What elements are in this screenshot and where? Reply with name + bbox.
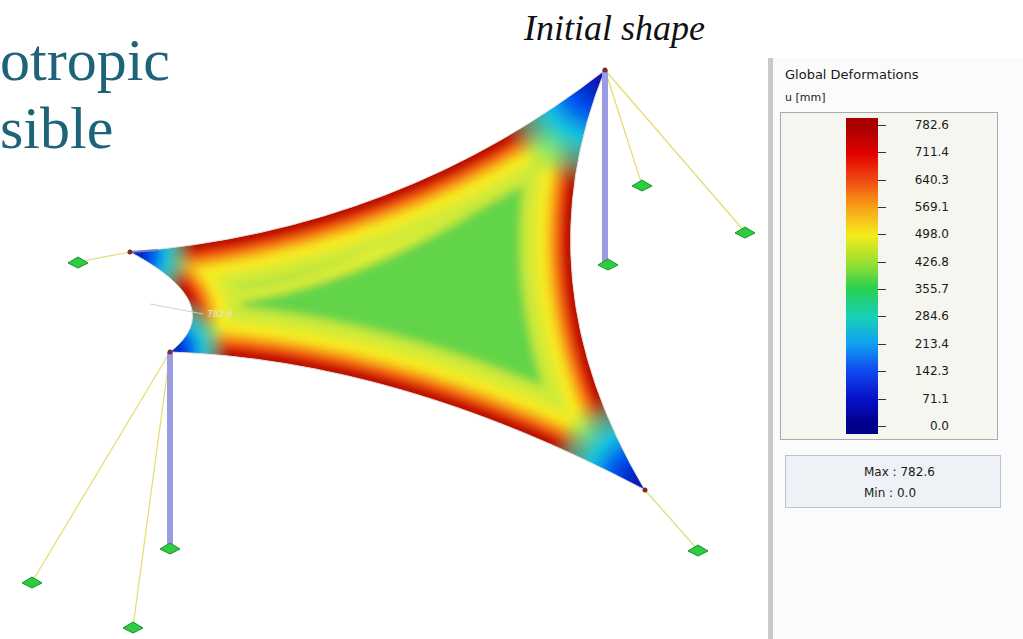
scale-value: 640.3 xyxy=(889,172,949,188)
scale-value: 782.6 xyxy=(889,117,949,133)
scale-swatch xyxy=(846,118,878,139)
scale-value: 142.3 xyxy=(889,363,949,379)
scale-swatch xyxy=(846,357,878,385)
scale-tick xyxy=(878,426,886,427)
max-value-marker: 782.6 xyxy=(207,309,233,320)
membrane-surface xyxy=(77,0,735,577)
scale-swatch xyxy=(846,330,878,358)
leader-line xyxy=(150,304,203,314)
edge-link xyxy=(130,250,158,252)
scale-value: 569.1 xyxy=(889,199,949,215)
scale-swatch xyxy=(846,166,878,194)
membrane-edge xyxy=(130,70,645,490)
view-caption: Initial shape xyxy=(524,8,705,48)
scale-value: 71.1 xyxy=(889,391,949,407)
scale-tick xyxy=(878,399,886,400)
scale-tick xyxy=(878,316,886,317)
scale-swatch xyxy=(846,385,878,413)
scale-value: 213.4 xyxy=(889,336,949,352)
scale-tick xyxy=(878,207,886,208)
scale-swatch xyxy=(846,412,878,434)
scale-swatch xyxy=(846,139,878,167)
scale-tick xyxy=(878,234,886,235)
box-heading: Global Deformations xyxy=(785,66,919,83)
scale-tick xyxy=(878,344,886,345)
scale-swatch xyxy=(846,221,878,249)
corner-zone xyxy=(77,0,735,577)
box-heading: Max : 782.6 xyxy=(864,464,935,480)
scale-swatch xyxy=(846,303,878,331)
scale-swatch xyxy=(846,275,878,303)
box-text: Min : 0.0 xyxy=(864,485,916,501)
scale-tick xyxy=(878,152,886,153)
extremes-box: Max : 782.6Min : 0.0 xyxy=(785,455,1001,508)
scale-tick xyxy=(878,289,886,290)
support-symbol xyxy=(22,180,755,633)
scale-tick xyxy=(878,180,886,181)
scale-swatch xyxy=(846,193,878,221)
box-text: u [mm] xyxy=(785,90,825,105)
scale-value: 426.8 xyxy=(889,254,949,270)
guy-cable xyxy=(32,70,745,627)
scale-frame xyxy=(780,112,998,440)
scale-value: 284.6 xyxy=(889,308,949,324)
scale-value: 711.4 xyxy=(889,144,949,160)
scale-value: 355.7 xyxy=(889,281,949,297)
scale-tick xyxy=(878,371,886,372)
scale-value: 0.0 xyxy=(889,418,949,434)
scale-value: 498.0 xyxy=(889,226,949,242)
scale-tick xyxy=(878,125,886,126)
mast xyxy=(167,70,608,548)
scale-tick xyxy=(878,262,886,263)
corner-point xyxy=(128,68,648,493)
scale-swatch xyxy=(846,248,878,276)
slide-title: otropic sible xyxy=(0,26,200,162)
legend-panel: Max : 782.6Min : 0.0 Global Deformations u… xyxy=(768,58,1023,639)
